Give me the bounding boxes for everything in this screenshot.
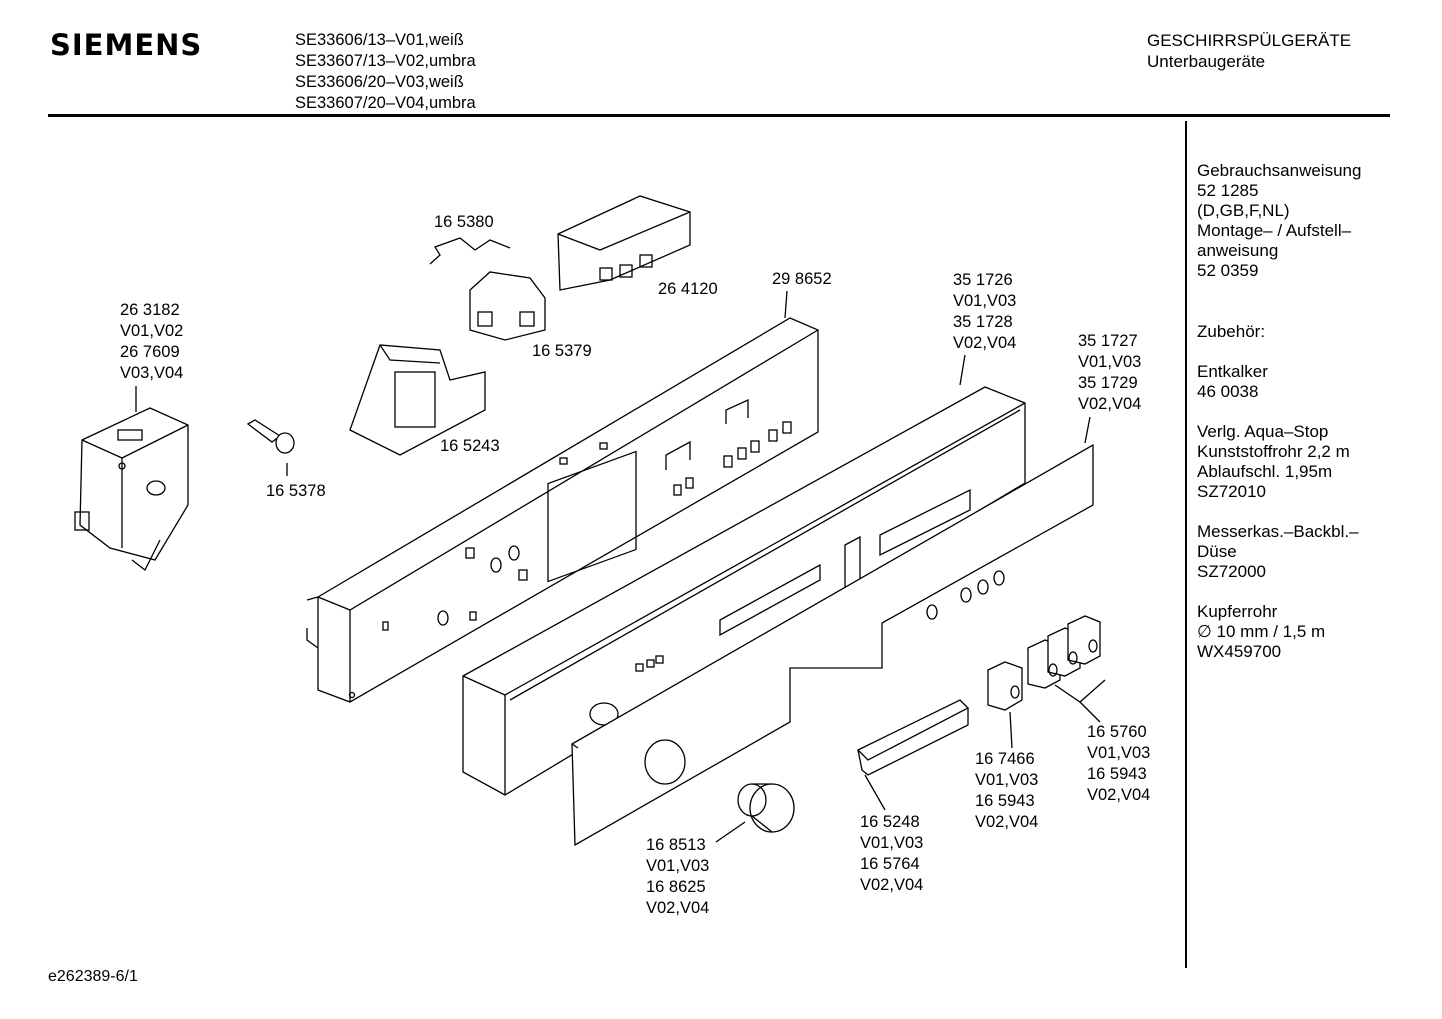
part-variant: V02,V04 xyxy=(953,334,1017,352)
rotary-knob xyxy=(737,783,795,833)
part-number: 35 1728 xyxy=(953,313,1013,331)
model-line: SE33606/20–V03,weiß xyxy=(295,73,464,91)
sidebar-block-copper-pipe: Kupferrohr ∅ 10 mm / 1,5 m WX459700 xyxy=(1197,602,1361,662)
leader-lines xyxy=(135,290,1106,843)
sidebar-block-nozzle: Messerkas.–Backbl.– Düse SZ72000 xyxy=(1197,522,1361,582)
category-title: GESCHIRRSPÜLGERÄTE Unterbaugeräte xyxy=(1147,30,1351,72)
part-number: 16 5380 xyxy=(434,213,494,231)
part-variant: V02,V04 xyxy=(975,813,1039,831)
model-line: SE33606/13–V01,weiß xyxy=(295,31,464,49)
sidebar-line: ∅ 10 mm / 1,5 m xyxy=(1197,622,1326,641)
sidebar-block-manual: Gebrauchsanweisung 52 1285 (D,GB,F,NL) M… xyxy=(1197,161,1361,281)
drawing-code: e262389-6/1 xyxy=(48,968,138,985)
part-label-263182: 26 3182 V01,V02 26 7609 V03,V04 xyxy=(120,300,183,384)
control-panel-frame xyxy=(306,317,819,703)
part-number: 26 3182 xyxy=(120,301,180,319)
sidebar-line: Düse xyxy=(1197,542,1237,561)
part-number: 16 8513 xyxy=(646,836,706,854)
sidebar-line: Kunststoffrohr 2,2 m xyxy=(1197,442,1350,461)
part-number: 35 1729 xyxy=(1078,374,1138,392)
part-variant: V01,V03 xyxy=(1078,353,1142,371)
part-number: 29 8652 xyxy=(772,270,832,288)
sidebar-block-aquastop: Verlg. Aqua–Stop Kunststoffrohr 2,2 m Ab… xyxy=(1197,422,1361,502)
part-label-165243: 16 5243 xyxy=(440,436,500,457)
part-label-165379: 16 5379 xyxy=(532,341,592,362)
part-label-351726: 35 1726 V01,V03 35 1728 V02,V04 xyxy=(953,270,1016,354)
part-number: 16 8625 xyxy=(646,878,706,896)
sidebar-line: Entkalker xyxy=(1197,362,1268,381)
selector-switch xyxy=(469,271,546,341)
sidebar-line: anweisung xyxy=(1197,241,1279,260)
sidebar-line: (D,GB,F,NL) xyxy=(1197,201,1290,220)
sidebar: Gebrauchsanweisung 52 1285 (D,GB,F,NL) M… xyxy=(1197,161,1361,682)
part-number: 16 5943 xyxy=(975,792,1035,810)
sidebar-line: Verlg. Aqua–Stop xyxy=(1197,422,1329,441)
sidebar-line: Zubehör: xyxy=(1197,322,1266,341)
part-variant: V01,V03 xyxy=(1087,744,1151,762)
sidebar-block-accessories: Zubehör: xyxy=(1197,322,1361,342)
part-variant: V01,V03 xyxy=(860,834,924,852)
part-label-165378: 16 5378 xyxy=(266,481,326,502)
part-label-165248: 16 5248 V01,V03 16 5764 V02,V04 xyxy=(860,812,923,896)
part-number: 16 5943 xyxy=(1087,765,1147,783)
part-number: 16 7466 xyxy=(975,750,1035,768)
part-variant: V01,V02 xyxy=(120,322,184,340)
part-label-167466: 16 7466 V01,V03 16 5943 V02,V04 xyxy=(975,749,1038,833)
sidebar-divider xyxy=(1185,121,1187,968)
part-variant: V01,V03 xyxy=(953,292,1017,310)
part-label-165760: 16 5760 V01,V03 16 5943 V02,V04 xyxy=(1087,722,1150,806)
part-number: 16 5378 xyxy=(266,482,326,500)
part-number: 35 1727 xyxy=(1078,332,1138,350)
part-variant: V02,V04 xyxy=(860,876,924,894)
part-number: 16 5379 xyxy=(532,342,592,360)
part-number: 26 7609 xyxy=(120,343,180,361)
sidebar-line: Kupferrohr xyxy=(1197,602,1278,621)
sidebar-line: 52 0359 xyxy=(1197,261,1259,280)
sidebar-line: Gebrauchsanweisung xyxy=(1197,161,1362,180)
connector-block xyxy=(557,195,691,291)
part-number: 35 1726 xyxy=(953,271,1013,289)
contact-spring xyxy=(429,237,511,265)
part-variant: V01,V03 xyxy=(975,771,1039,789)
indicator-lamp xyxy=(246,419,295,454)
model-line: SE33607/13–V02,umbra xyxy=(295,52,476,70)
model-list: SE33606/13–V01,weiß SE33607/13–V02,umbra… xyxy=(295,30,476,114)
front-cover-panel xyxy=(571,443,1094,847)
part-variant: V01,V03 xyxy=(646,857,710,875)
model-line: SE33607/20–V04,umbra xyxy=(295,94,476,112)
part-variant: V02,V04 xyxy=(1078,395,1142,413)
sidebar-line: Messerkas.–Backbl.– xyxy=(1197,522,1359,541)
category-main: GESCHIRRSPÜLGERÄTE xyxy=(1147,31,1352,50)
push-buttons xyxy=(987,615,1101,711)
part-label-264120: 26 4120 xyxy=(658,279,718,300)
part-label-165380: 16 5380 xyxy=(434,212,494,233)
sidebar-line: WX459700 xyxy=(1197,642,1282,661)
sidebar-line: Ablaufschl. 1,95m xyxy=(1197,462,1333,481)
part-number: 16 5248 xyxy=(860,813,920,831)
category-sub: Unterbaugeräte xyxy=(1147,52,1266,71)
sidebar-line: 52 1285 xyxy=(1197,181,1259,200)
header-rule xyxy=(48,114,1390,117)
part-variant: V03,V04 xyxy=(120,364,184,382)
part-label-351727: 35 1727 V01,V03 35 1729 V02,V04 xyxy=(1078,331,1141,415)
sidebar-line: SZ72010 xyxy=(1197,482,1266,501)
part-label-168513: 16 8513 V01,V03 16 8625 V02,V04 xyxy=(646,835,709,919)
sidebar-line: SZ72000 xyxy=(1197,562,1266,581)
part-variant: V02,V04 xyxy=(646,899,710,917)
brand-logo: SIEMENS xyxy=(50,28,203,62)
part-label-298652: 29 8652 xyxy=(772,269,832,290)
sidebar-line: 46 0038 xyxy=(1197,382,1259,401)
control-module xyxy=(74,407,189,571)
part-variant: V02,V04 xyxy=(1087,786,1151,804)
part-number: 16 5243 xyxy=(440,437,500,455)
part-number: 26 4120 xyxy=(658,280,718,298)
part-number: 16 5760 xyxy=(1087,723,1147,741)
part-number: 16 5764 xyxy=(860,855,920,873)
sidebar-block-descaler: Entkalker 46 0038 xyxy=(1197,362,1361,402)
light-guide xyxy=(856,699,970,776)
switch-bracket xyxy=(349,344,486,456)
sidebar-line: Montage– / Aufstell– xyxy=(1197,221,1352,240)
